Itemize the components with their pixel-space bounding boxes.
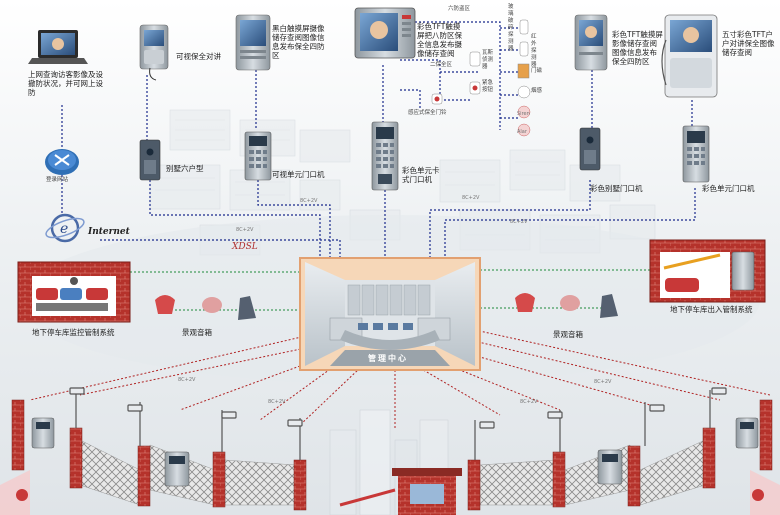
ir-detector-label: 红外探测器	[531, 34, 537, 68]
villa-intercom-label: 可视保全对讲	[176, 52, 221, 61]
speaker-left-label: 景观音箱	[182, 328, 212, 337]
emergency-button-label: 紧急按钮	[482, 80, 494, 93]
door-magnet-label: 门磁	[531, 68, 543, 74]
color-villa-door-station	[579, 127, 601, 171]
speaker-right-label: 景观音箱	[553, 330, 583, 339]
cable-label-c: 8C+2V	[462, 195, 480, 201]
svg-text:e: e	[60, 221, 68, 237]
speaker-icons-right	[515, 293, 618, 318]
sensor-label-b: Alar	[517, 129, 527, 135]
router-icon	[45, 149, 79, 175]
gas-detector-label: 瓦斯侦测器	[482, 50, 494, 70]
color-unit-door-station	[682, 125, 710, 183]
pickup-lock-label: 感应式保全门铃	[408, 110, 447, 116]
cable-label-a: 8C+2V	[300, 198, 318, 204]
management-center-room	[299, 257, 481, 371]
sensor-label-a: Siren	[517, 111, 530, 117]
five-inch-tft-label: 五寸彩色TFT户户对讲保全图像储存查阅	[722, 30, 775, 57]
cable-label-f: 8C+2V	[268, 399, 286, 405]
speaker-icons-left	[155, 295, 256, 320]
villa-visual-intercom-device	[139, 24, 169, 81]
internet-globe-icon: e	[45, 213, 85, 243]
color-unit-card-label: 彩色单元卡式门口机	[402, 166, 440, 184]
perimeter-cameras	[69, 387, 727, 460]
color-tft-right-label: 彩色TFT触摸屏影像储存查阅图像信息发布保全四防区	[612, 30, 663, 66]
guard-booth	[339, 468, 462, 515]
visual-unit-door-station	[244, 131, 272, 181]
cable-label-e: 8C+2V	[178, 377, 196, 383]
color-tft-label: 彩色TFT触摸屏把八防区保全信息发布摄像储存查阅	[417, 22, 462, 58]
perimeter-fence	[11, 399, 773, 511]
color-unit-door-label: 彩色单元门口机	[702, 184, 755, 193]
villa-six-label: 别墅六户型	[166, 164, 204, 173]
five-inch-tft-monitor	[661, 14, 718, 98]
six-zone-label: 六防盗区	[448, 6, 471, 12]
pc-caption: 上网查询访客影像及设撤防状况，并可网上设防	[28, 70, 103, 97]
color-tft-monitor-right	[574, 14, 608, 71]
cable-label-g: 8C+2V	[520, 399, 538, 405]
garage-monitor-building	[17, 261, 131, 323]
glass-break-label: 玻璃破碎探测器	[508, 4, 514, 52]
cable-label-h: 8C+2V	[594, 379, 612, 385]
visual-unit-door-label: 可视单元门口机	[272, 170, 325, 179]
color-tft-monitor-center	[354, 7, 416, 59]
perimeter-keypads	[31, 417, 759, 487]
bw-touch-monitor	[235, 14, 271, 71]
sensor-icons	[431, 19, 531, 137]
color-villa-door-label: 彩色别墅门口机	[590, 184, 643, 193]
garage-entry-label: 地下停车库出入管制系统	[670, 305, 753, 314]
management-center-label: 管理中心	[368, 354, 408, 363]
color-unit-card-door-station	[371, 121, 399, 191]
two-zone-label: 二保全区	[430, 62, 453, 68]
garage-monitor-label: 地下停车库监控管制系统	[32, 328, 115, 337]
xdsl-label: XDSL	[232, 242, 258, 252]
router-label: 登录网站	[46, 177, 69, 183]
laptop-icon	[28, 30, 88, 64]
network-lines	[61, 21, 696, 262]
garage-entry-building	[649, 239, 766, 303]
bw-touch-label: 黑白触摸屏摄像储存查阅图像信息发布保全四防区	[272, 24, 325, 60]
smoke-label: 烟感	[531, 88, 543, 94]
cable-label-b: 8C+2V	[236, 227, 254, 233]
cable-label-d: 8C+2V	[510, 219, 528, 225]
villa-door-station	[139, 139, 161, 181]
feed-lines-red	[29, 329, 771, 430]
alarm-beacons	[0, 470, 780, 515]
internet-label: Internet	[88, 227, 130, 237]
